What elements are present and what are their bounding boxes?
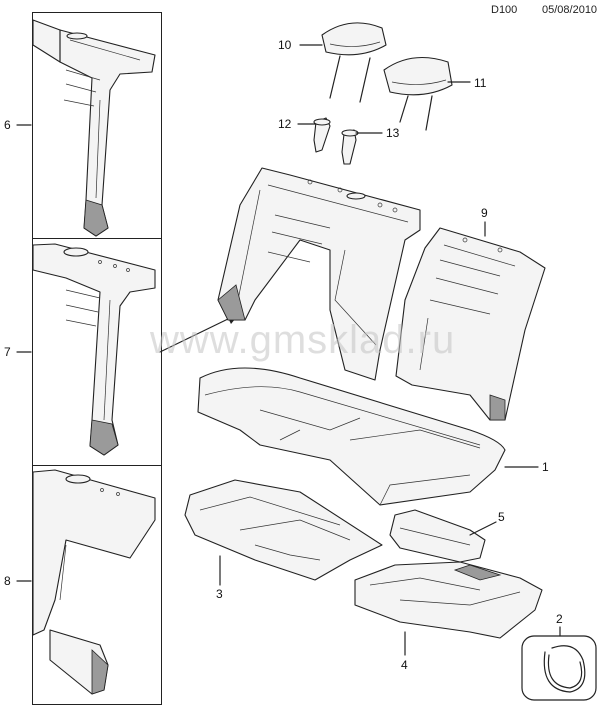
panel-label-7: 7 (4, 345, 11, 359)
foam-block-5 (389, 509, 486, 563)
callout-2: 2 (556, 612, 563, 626)
callout-11: 11 (474, 76, 487, 90)
seat-cushion-1 (197, 367, 506, 506)
callout-5: 5 (498, 510, 505, 524)
cushion-pad-4 (354, 561, 543, 639)
headrest-guide-12 (313, 117, 331, 153)
clip-2-detail-box (521, 635, 597, 701)
callout-1: 1 (542, 460, 549, 474)
backrest-right-9 (395, 227, 546, 421)
clip-ring-2 (543, 645, 586, 693)
headrest-11 (383, 57, 453, 131)
callout-4: 4 (401, 658, 408, 672)
cushion-pad-3 (184, 479, 383, 581)
detail-7-backrest-edge (32, 243, 156, 456)
callout-9: 9 (481, 206, 488, 220)
diagram-code: D100 (491, 4, 518, 16)
callout-10: 10 (278, 38, 292, 52)
detail-6-backrest-edge (32, 19, 156, 237)
diagram-date: 05/08/2010 (542, 4, 598, 16)
watermark: www.gmsklad.ru (150, 318, 456, 362)
headrest-10 (321, 22, 387, 103)
callout-13: 13 (386, 126, 400, 140)
panel-label-8: 8 (4, 574, 11, 588)
panel-label-6: 6 (4, 118, 11, 132)
backrest-left (217, 167, 421, 381)
detail-8-backrest-edge (32, 469, 156, 695)
callout-3: 3 (216, 587, 223, 601)
callout-12: 12 (278, 117, 292, 131)
headrest-guide-13 (341, 129, 359, 165)
